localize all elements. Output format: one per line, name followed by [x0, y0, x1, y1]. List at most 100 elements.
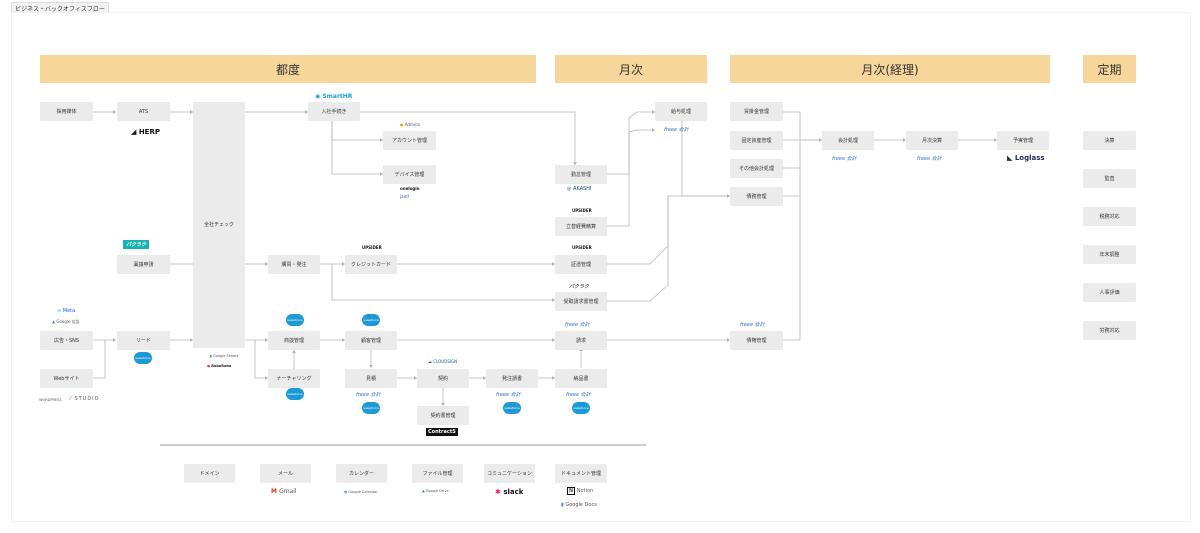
box-konyu[interactable]: 購買・発注 — [268, 255, 320, 274]
smarthr-mark-icon: ◉ — [315, 93, 323, 100]
smarthr-logo: ◉ SmartHR — [315, 93, 353, 100]
box-seikyu[interactable]: 請求 — [555, 331, 607, 350]
box-domain[interactable]: ドメイン — [184, 464, 235, 483]
bakuraku-logo-juryo: バクラク — [569, 284, 590, 290]
box-nurture[interactable]: ナーチャリング — [268, 369, 320, 388]
box-nyusha[interactable]: 入社手続き — [308, 102, 360, 121]
cloudsign-mark-icon: ☁ — [428, 359, 434, 364]
admina-logo: ● Admina — [400, 122, 420, 127]
herp-mark-icon: ◢ — [131, 128, 139, 136]
box-yojitsu[interactable]: 予実管理 — [997, 131, 1049, 150]
box-communication[interactable]: コミュニケーション — [484, 464, 535, 483]
google-sheets-logo: ▮ Google Sheets — [210, 354, 239, 358]
box-teiki-kessan[interactable]: 決算 — [1083, 131, 1136, 150]
jamf-logo: jamf — [400, 194, 409, 199]
box-kinmu[interactable]: 勤怠管理 — [555, 165, 607, 184]
box-getsuji-kessan[interactable]: 月次決算 — [906, 131, 958, 150]
box-lead[interactable]: リード — [117, 331, 170, 350]
bakuraku-logo-ringi: バクラク — [123, 240, 150, 249]
box-mitsumori[interactable]: 見積 — [345, 369, 397, 388]
header-teiki: 定期 — [1083, 55, 1136, 83]
upsider-logo-3: UPSIDER — [572, 245, 592, 250]
box-teiki-nenmatsu[interactable]: 年末調整 — [1083, 245, 1136, 264]
google-calendar-icon: ▦ — [344, 490, 349, 494]
box-koukoku[interactable]: 広告・SNS — [40, 331, 93, 350]
meta-mark-icon: ∞ — [57, 308, 63, 314]
freee-logo-kyuyo: freee 会計 — [664, 127, 689, 133]
box-credit-card[interactable]: クレジットカード — [345, 255, 397, 274]
box-shanai-check[interactable]: 全社チェック — [193, 102, 245, 348]
box-mail[interactable]: メール — [260, 464, 311, 483]
box-account[interactable]: アカウント管理 — [383, 131, 436, 150]
google-sheets-icon: ▮ — [210, 354, 214, 358]
box-kotei[interactable]: 固定資産管理 — [730, 131, 783, 150]
salesforce-logo-kokyaku: salesforce — [362, 314, 380, 326]
google-ads-mark-icon: ▲ — [52, 319, 57, 324]
herp-logo: ◢ HERP — [131, 128, 160, 136]
loglass-mark-icon: ◣ — [1007, 154, 1015, 162]
box-shoko[interactable]: 証憑管理 — [555, 255, 607, 274]
box-teiki-kansa[interactable]: 監査 — [1083, 169, 1136, 188]
box-ringi[interactable]: 稟議申請 — [117, 255, 170, 274]
gmail-mark-icon: M — [271, 488, 280, 495]
box-hacchu[interactable]: 発注請書 — [486, 369, 538, 388]
salesforce-logo-nouhin: salesforce — [572, 402, 590, 414]
box-document[interactable]: ドキュメント管理 — [555, 464, 607, 483]
box-calendar[interactable]: カレンダー — [336, 464, 387, 483]
onelogin-logo: onelogin — [400, 186, 420, 191]
freee-logo-mitsumori: freee 会計 — [356, 392, 381, 398]
google-docs-icon: ▮ — [561, 502, 566, 508]
box-kyuyo[interactable]: 給与処理 — [655, 102, 707, 121]
gmail-logo: M Gmail — [271, 488, 297, 495]
slack-logo: ✱ slack — [495, 488, 524, 496]
notion-mark-icon: N — [567, 487, 576, 495]
header-getsuji-keiri: 月次(経理) — [730, 55, 1050, 83]
header-getsuji: 月次 — [555, 55, 707, 83]
google-drive-logo: ▲ Google Drive — [422, 489, 449, 493]
salesforce-logo-hacchu: salesforce — [503, 402, 521, 414]
google-calendar-logo: ▦ Google Calendar — [344, 490, 378, 494]
salesforce-logo-lead: salesforce — [134, 352, 152, 364]
header-tsudo: 都度 — [40, 55, 536, 83]
loglass-logo: ◣ Loglass — [1007, 154, 1045, 162]
box-nouhin[interactable]: 納品書 — [555, 369, 607, 388]
box-tatekae[interactable]: 立替経費精算 — [555, 217, 607, 236]
box-kaikei[interactable]: 会計処理 — [822, 131, 874, 150]
notion-logo: N Notion — [567, 487, 594, 495]
freee-logo-kessan: freee 会計 — [917, 156, 942, 162]
freee-logo-nouhin: freee 会計 — [566, 392, 591, 398]
google-drive-icon: ▲ — [422, 489, 426, 493]
box-kaikake[interactable]: 買掛金管理 — [730, 102, 783, 121]
salesforce-logo-mitsumori: salesforce — [362, 402, 380, 414]
studio-mark-icon: ⁄ — [70, 396, 75, 402]
box-ats[interactable]: ATS — [117, 102, 170, 121]
box-teiki-roumu[interactable]: 労務対応 — [1083, 321, 1136, 340]
box-teiki-zeimu[interactable]: 税務対応 — [1083, 207, 1136, 226]
roborobo-logo: ● RoboRobo — [207, 364, 232, 368]
box-saiken[interactable]: 債権管理 — [730, 331, 783, 350]
box-file[interactable]: ファイル管理 — [412, 464, 463, 483]
akashi-logo: ◎ AKASHI — [567, 186, 592, 192]
box-shoudan[interactable]: 商談管理 — [268, 331, 320, 350]
box-keiyakusho[interactable]: 契約書管理 — [417, 406, 469, 425]
box-website[interactable]: Webサイト — [40, 369, 93, 388]
box-kokyaku[interactable]: 顧客管理 — [345, 331, 397, 350]
box-device[interactable]: デバイス管理 — [383, 165, 436, 184]
freee-logo-seikyu: freee 会計 — [565, 322, 590, 328]
box-teiki-jinji[interactable]: 人事評価 — [1083, 283, 1136, 302]
akashi-mark-icon: ◎ — [567, 186, 573, 192]
slack-mark-icon: ✱ — [495, 488, 504, 496]
box-sonota[interactable]: その他会計処理 — [730, 159, 783, 178]
freee-logo-saiken: freee 会計 — [740, 322, 765, 328]
freee-logo-hacchu: freee 会計 — [496, 392, 521, 398]
box-juryo-seikyu[interactable]: 受取請求書管理 — [555, 292, 607, 311]
meta-logo: ∞ Meta — [57, 308, 76, 314]
box-keiyaku[interactable]: 契約 — [417, 369, 469, 388]
google-ads-logo: ▲ Google 広告 — [52, 319, 80, 324]
box-saimu[interactable]: 債務管理 — [730, 187, 783, 206]
wordpress-logo: WORDPRESS — [39, 398, 62, 402]
salesforce-logo-shoudan: salesforce — [286, 314, 304, 326]
box-saiyo[interactable]: 採用媒体 — [40, 102, 93, 121]
google-docs-logo: ▮ Google Docs — [561, 502, 597, 508]
